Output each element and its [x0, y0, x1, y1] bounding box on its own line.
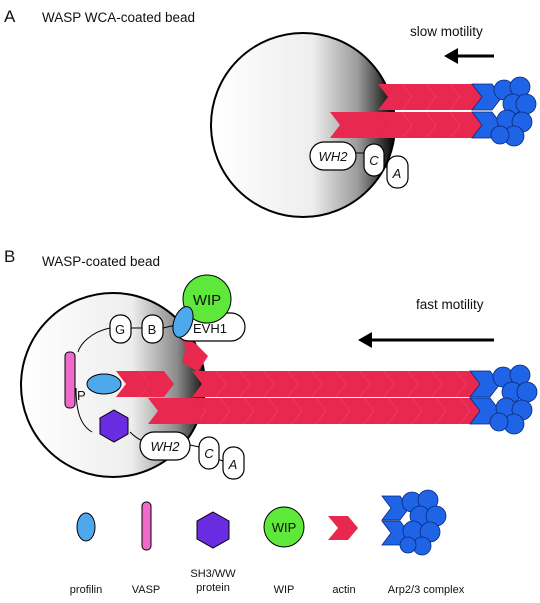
- actin-subunit: [426, 112, 460, 138]
- panel-a-letter: A: [4, 7, 16, 26]
- actin-subunit: [402, 84, 436, 110]
- legend-arp23-glyph: [381, 489, 447, 556]
- legend-profilin-glyph: [76, 512, 96, 542]
- actin-subunit: [330, 112, 364, 138]
- actin-subunit: [148, 398, 182, 424]
- panel-a-a-domain: [386, 155, 409, 189]
- panel-b-sh3ww-protein: [99, 409, 129, 443]
- actin-subunit: [436, 398, 470, 424]
- panel-b-actin-filaments: [116, 371, 494, 424]
- actin-subunit: [384, 371, 418, 397]
- panel-a-a-label: A: [392, 166, 402, 181]
- actin-subunit: [378, 112, 412, 138]
- panel-a-actin-filaments: [330, 84, 484, 138]
- actin-subunit: [364, 398, 398, 424]
- panel-a-title: WASP WCA-coated bead: [42, 10, 195, 25]
- actin-subunit: [244, 398, 278, 424]
- panel-b-motility-label: fast motility: [416, 297, 484, 312]
- legend: WIP profilin VASP SH3/WW protein WIP act…: [70, 489, 465, 596]
- panel-b-profilin-evh1: [172, 306, 194, 338]
- actin-subunit: [378, 84, 412, 110]
- actin-subunit: [450, 84, 484, 110]
- panel-b-arp23-complex: [469, 364, 538, 435]
- panel-b-evh1-label: EVH1: [193, 321, 227, 336]
- panel-a-wca-domains: WH2 C A: [309, 141, 409, 189]
- panel-b-a-label: A: [228, 457, 238, 472]
- actin-subunit: [450, 112, 484, 138]
- legend-sh3ww-glyph: [196, 511, 230, 549]
- panel-b-p-label: P: [77, 388, 86, 403]
- legend-vasp-label: VASP: [132, 584, 161, 596]
- panel-b-domains: G B EVH1 WH2 C A: [109, 312, 246, 480]
- panel-b-g-domain: [109, 314, 132, 344]
- panel-a-c-domain: [363, 143, 385, 177]
- actin-subunit: [192, 371, 226, 397]
- panel-b-wh2-label: WH2: [151, 439, 181, 454]
- legend-wip-label: WIP: [274, 584, 295, 596]
- actin-subunit: [312, 371, 346, 397]
- legend-arp23-label: Arp2/3 complex: [388, 584, 465, 596]
- panel-a-wh2-domain: [309, 141, 357, 171]
- panel-a-motility-arrow: [444, 48, 494, 64]
- actin-subunit: [360, 371, 394, 397]
- panel-b-letter: B: [4, 247, 15, 266]
- panel-b-a-domain: [222, 446, 245, 480]
- actin-subunit: [412, 398, 446, 424]
- actin-subunit: [402, 112, 436, 138]
- panel-b-wip: [182, 274, 232, 324]
- panel-a-arp23-complex: [471, 76, 537, 147]
- actin-subunit: [288, 371, 322, 397]
- actin-subunit: [268, 398, 302, 424]
- actin-subunit: [264, 371, 298, 397]
- legend-actin-glyph: [328, 516, 358, 540]
- legend-wip-glyph: [263, 506, 305, 548]
- actin-subunit: [388, 398, 422, 424]
- actin-subunit: [292, 398, 326, 424]
- panel-b-g-label: G: [115, 322, 125, 337]
- panel-b-b-domain: [141, 314, 164, 344]
- legend-sh3ww-label-line1: SH3/WW: [190, 568, 236, 580]
- actin-subunit: [354, 112, 388, 138]
- actin-subunit: [172, 398, 206, 424]
- panel-b-c-label: C: [204, 446, 214, 461]
- panel-b-wip-label: WIP: [193, 292, 221, 309]
- legend-vasp-glyph: [141, 501, 152, 551]
- actin-subunit: [216, 371, 250, 397]
- panel-b-wip-bound-actin: [178, 332, 208, 372]
- actin-subunit: [426, 84, 460, 110]
- actin-subunit: [240, 371, 274, 397]
- actin-subunit: [196, 398, 230, 424]
- panel-b-wh2-domain: [139, 431, 191, 461]
- panel-b-profilin: [86, 373, 122, 395]
- panel-a-motility-label: slow motility: [410, 24, 483, 39]
- panel-b-b-label: B: [148, 322, 157, 337]
- actin-subunit: [220, 398, 254, 424]
- panel-b-c-domain: [198, 436, 220, 470]
- legend-actin-label: actin: [332, 584, 355, 596]
- panel-a-c-label: C: [369, 153, 379, 168]
- panel-b-vasp: [64, 351, 76, 409]
- panel-b-title: WASP-coated bead: [42, 254, 160, 269]
- actin-subunit: [432, 371, 466, 397]
- panel-a-wh2-label: WH2: [319, 149, 349, 164]
- legend-sh3ww-label-line2: protein: [196, 582, 230, 594]
- panel-b-motility-arrow: [358, 332, 494, 348]
- actin-subunit: [408, 371, 442, 397]
- legend-wip-glyph-text: WIP: [272, 520, 297, 535]
- actin-subunit: [140, 371, 174, 397]
- actin-subunit: [116, 371, 150, 397]
- actin-subunit: [340, 398, 374, 424]
- actin-subunit: [316, 398, 350, 424]
- actin-subunit: [336, 371, 370, 397]
- legend-profilin-label: profilin: [70, 584, 102, 596]
